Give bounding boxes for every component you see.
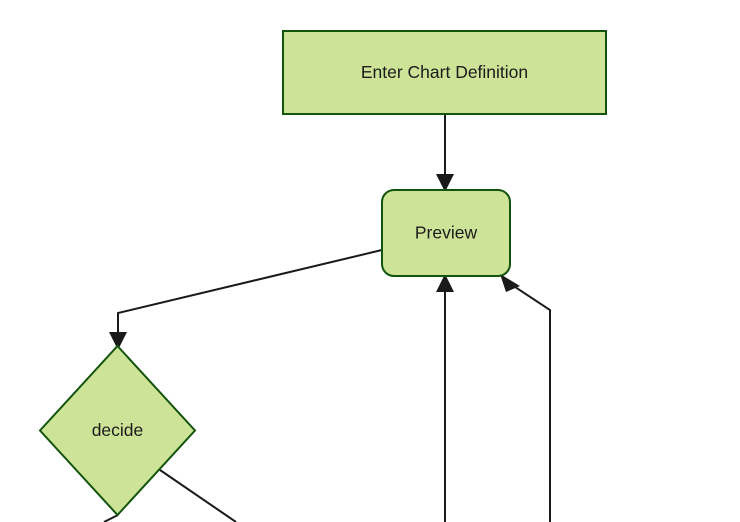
node-decide[interactable]: decide	[38, 344, 197, 517]
node-diamond-shape	[38, 344, 197, 517]
edge-into-preview-bottom-right[interactable]	[500, 274, 551, 522]
edge-into-preview-bottom-center[interactable]	[436, 274, 454, 522]
node-preview[interactable]: Preview	[381, 189, 511, 277]
edge-preview-to-decide[interactable]	[109, 249, 383, 350]
edge-enter-to-preview[interactable]	[436, 114, 454, 192]
edge-line	[103, 514, 119, 522]
edge-line	[505, 280, 551, 522]
arrowhead-down-icon	[436, 174, 454, 192]
edges-layer	[103, 114, 551, 522]
edge-line	[159, 469, 237, 522]
node-rectangle-shape	[282, 30, 607, 115]
edge-line	[117, 249, 383, 341]
nodes-layer: Enter Chart Definition Preview decide	[38, 30, 607, 517]
arrowhead-up-icon	[436, 274, 454, 292]
arrowhead-upleft-icon	[500, 274, 520, 292]
edge-decide-out-bottom-right[interactable]	[159, 469, 237, 522]
node-enter-chart-definition[interactable]: Enter Chart Definition	[282, 30, 607, 115]
arrowhead-down-icon	[109, 332, 127, 350]
edge-decide-out-bottom-left[interactable]	[103, 514, 119, 522]
node-rounded-rectangle-shape	[381, 189, 511, 277]
